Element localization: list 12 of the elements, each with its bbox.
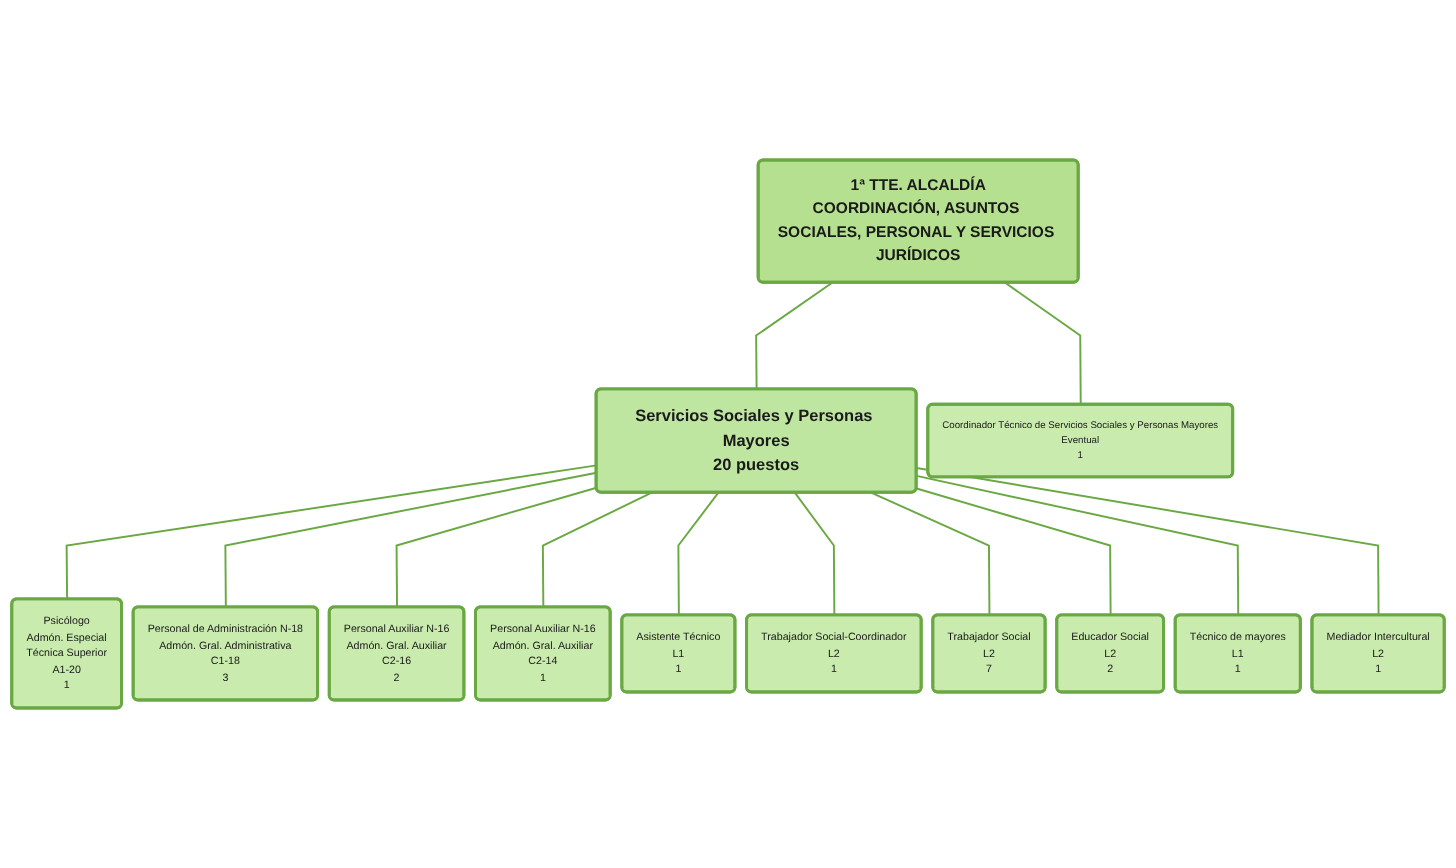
connector <box>915 487 1112 617</box>
connector <box>224 471 598 609</box>
connector <box>541 491 653 609</box>
connector <box>1004 281 1082 406</box>
connector <box>755 281 834 391</box>
connector <box>395 486 598 609</box>
connector <box>915 474 1240 617</box>
connector <box>65 464 598 601</box>
connector <box>915 467 1380 617</box>
connector <box>793 491 836 617</box>
connector <box>677 491 720 617</box>
connector <box>870 491 991 617</box>
